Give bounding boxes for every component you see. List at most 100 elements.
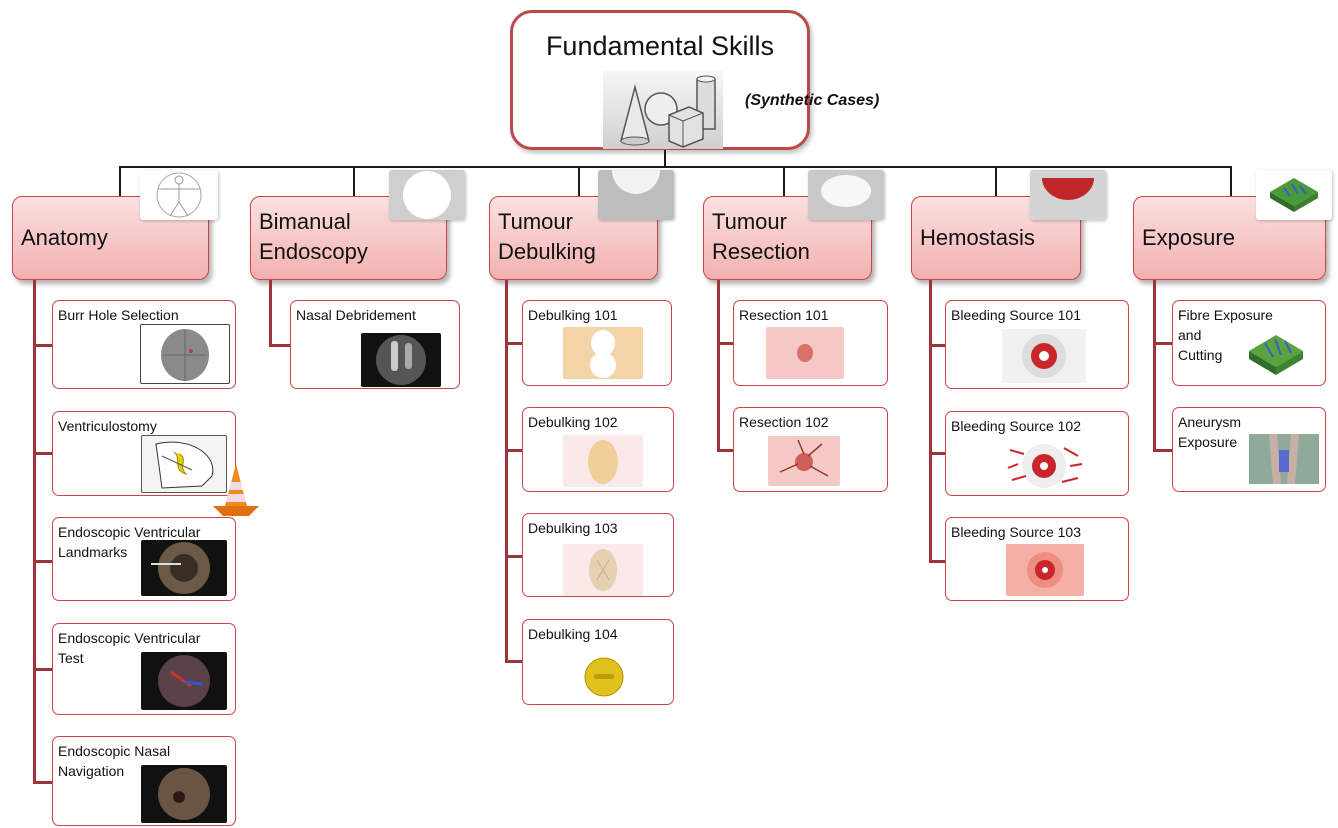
debulking-104-thumbnail-icon [583, 656, 625, 698]
category-tumour-resection[interactable]: Tumour Resection [703, 196, 872, 280]
leaf-ventriculostomy[interactable]: Ventriculostomy [52, 411, 236, 496]
connector-hemostasis [995, 166, 997, 196]
leaf-label: Debulking 102 [528, 414, 618, 430]
red-bowl-icon [1030, 170, 1106, 220]
bleeding-102-thumbnail-icon [1004, 440, 1084, 492]
white-circle-icon [389, 170, 465, 220]
leaf-endoscopic-nasal-navigation[interactable]: Endoscopic Nasal Navigation [52, 736, 236, 826]
branch-tick [717, 449, 734, 452]
leaf-label: Endoscopic Ventricular Test [58, 630, 201, 666]
fibre-mesh-icon [1256, 170, 1332, 220]
leaf-label: Burr Hole Selection [58, 307, 179, 323]
leaf-label: Resection 101 [739, 307, 829, 323]
endoscope-test-thumbnail-icon [141, 652, 227, 710]
leaf-debulking-101[interactable]: Debulking 101 [522, 300, 672, 386]
connector-debulking [578, 166, 580, 196]
leaf-bleeding-source-102[interactable]: Bleeding Source 102 [945, 411, 1129, 496]
category-label: Exposure [1142, 225, 1235, 250]
branch-tick [1153, 449, 1172, 452]
branch-tick [929, 560, 946, 563]
bleeding-101-thumbnail-icon [1002, 329, 1086, 383]
debulking-101-thumbnail-icon [563, 327, 643, 379]
resection-102-thumbnail-icon [768, 436, 840, 486]
debridement-thumbnail-icon [361, 333, 441, 387]
leaf-label: Endoscopic Nasal Navigation [58, 743, 171, 779]
branch-tick [505, 449, 523, 452]
connector-resection [783, 166, 785, 196]
branch-tick [33, 344, 53, 347]
debulking-103-thumbnail-icon [563, 544, 643, 596]
branch-resection [717, 280, 720, 452]
branch-hemostasis [929, 280, 932, 563]
tree-bus-line [119, 166, 1232, 168]
leaf-resection-101[interactable]: Resection 101 [733, 300, 888, 386]
endoscope-view-thumbnail-icon [141, 540, 227, 596]
debulking-102-thumbnail-icon [563, 435, 643, 487]
leaf-label: Fibre Exposure and Cutting [1178, 307, 1273, 363]
category-label: Bimanual Endoscopy [259, 209, 368, 264]
root-title: Fundamental Skills [545, 31, 775, 61]
leaf-label: Ventriculostomy [58, 418, 157, 434]
aneurysm-exposure-thumbnail-icon [1249, 433, 1319, 485]
fibre-exposure-thumbnail-icon [1245, 327, 1307, 379]
branch-debulking [505, 280, 508, 663]
leaf-debulking-103[interactable]: Debulking 103 [522, 513, 674, 597]
leaf-fibre-exposure-and-cutting[interactable]: Fibre Exposure and Cutting [1172, 300, 1326, 386]
branch-tick [505, 555, 523, 558]
half-sphere-icon [598, 170, 674, 220]
leaf-debulking-102[interactable]: Debulking 102 [522, 407, 674, 492]
leaf-label: Debulking 104 [528, 626, 618, 642]
leaf-label: Debulking 101 [528, 307, 618, 323]
leaf-resection-102[interactable]: Resection 102 [733, 407, 888, 492]
branch-tick [33, 560, 53, 563]
leaf-aneurysm-exposure[interactable]: Aneurysm Exposure [1172, 407, 1326, 492]
category-label: Tumour Debulking [498, 209, 596, 264]
branch-tick [1153, 342, 1172, 345]
leaf-label: Nasal Debridement [296, 307, 416, 323]
branch-tick [717, 342, 734, 345]
leaf-label: Aneurysm Exposure [1178, 414, 1242, 450]
leaf-label: Endoscopic Ventricular Landmarks [58, 524, 201, 560]
connector-exposure [1230, 166, 1232, 196]
vitruvian-man-icon [140, 170, 218, 220]
leaf-label: Resection 102 [739, 414, 829, 430]
branch-tick [505, 660, 523, 663]
branch-bimanual [269, 280, 272, 347]
leaf-bleeding-source-101[interactable]: Bleeding Source 101 [945, 300, 1129, 389]
branch-tick [929, 452, 946, 455]
leaf-debulking-104[interactable]: Debulking 104 [522, 619, 674, 705]
bleeding-103-thumbnail-icon [1006, 544, 1084, 596]
leaf-burr-hole-selection[interactable]: Burr Hole Selection [52, 300, 236, 389]
head-ventricle-thumbnail-icon [141, 435, 227, 493]
category-label: Anatomy [21, 225, 108, 250]
connector-anatomy [119, 166, 121, 196]
branch-tick [505, 342, 523, 345]
traffic-cone-icon [213, 462, 259, 518]
leaf-endoscopic-ventricular-test[interactable]: Endoscopic Ventricular Test [52, 623, 236, 715]
white-oval-icon [808, 170, 884, 220]
branch-tick [929, 344, 946, 347]
connector-bimanual [353, 166, 355, 196]
category-label: Tumour Resection [712, 209, 810, 264]
leaf-label: Bleeding Source 102 [951, 418, 1081, 434]
root-connector [664, 150, 666, 167]
leaf-label: Debulking 103 [528, 520, 618, 536]
geometric-shapes-icon [603, 71, 723, 149]
branch-tick [33, 452, 53, 455]
branch-tick [269, 344, 291, 347]
branch-anatomy [33, 280, 36, 784]
category-label: Hemostasis [920, 225, 1035, 250]
leaf-label: Bleeding Source 101 [951, 307, 1081, 323]
branch-tick [33, 781, 53, 784]
nasal-endoscope-thumbnail-icon [141, 765, 227, 823]
skull-thumbnail-icon [140, 324, 230, 384]
branch-exposure [1153, 280, 1156, 452]
leaf-nasal-debridement[interactable]: Nasal Debridement [290, 300, 460, 389]
root-subtitle: (Synthetic Cases) [745, 92, 880, 109]
branch-tick [33, 668, 53, 671]
root-node: Fundamental Skills [510, 10, 810, 150]
leaf-endoscopic-ventricular-landmarks[interactable]: Endoscopic Ventricular Landmarks [52, 517, 236, 601]
resection-101-thumbnail-icon [766, 327, 844, 379]
leaf-label: Bleeding Source 103 [951, 524, 1081, 540]
leaf-bleeding-source-103[interactable]: Bleeding Source 103 [945, 517, 1129, 601]
